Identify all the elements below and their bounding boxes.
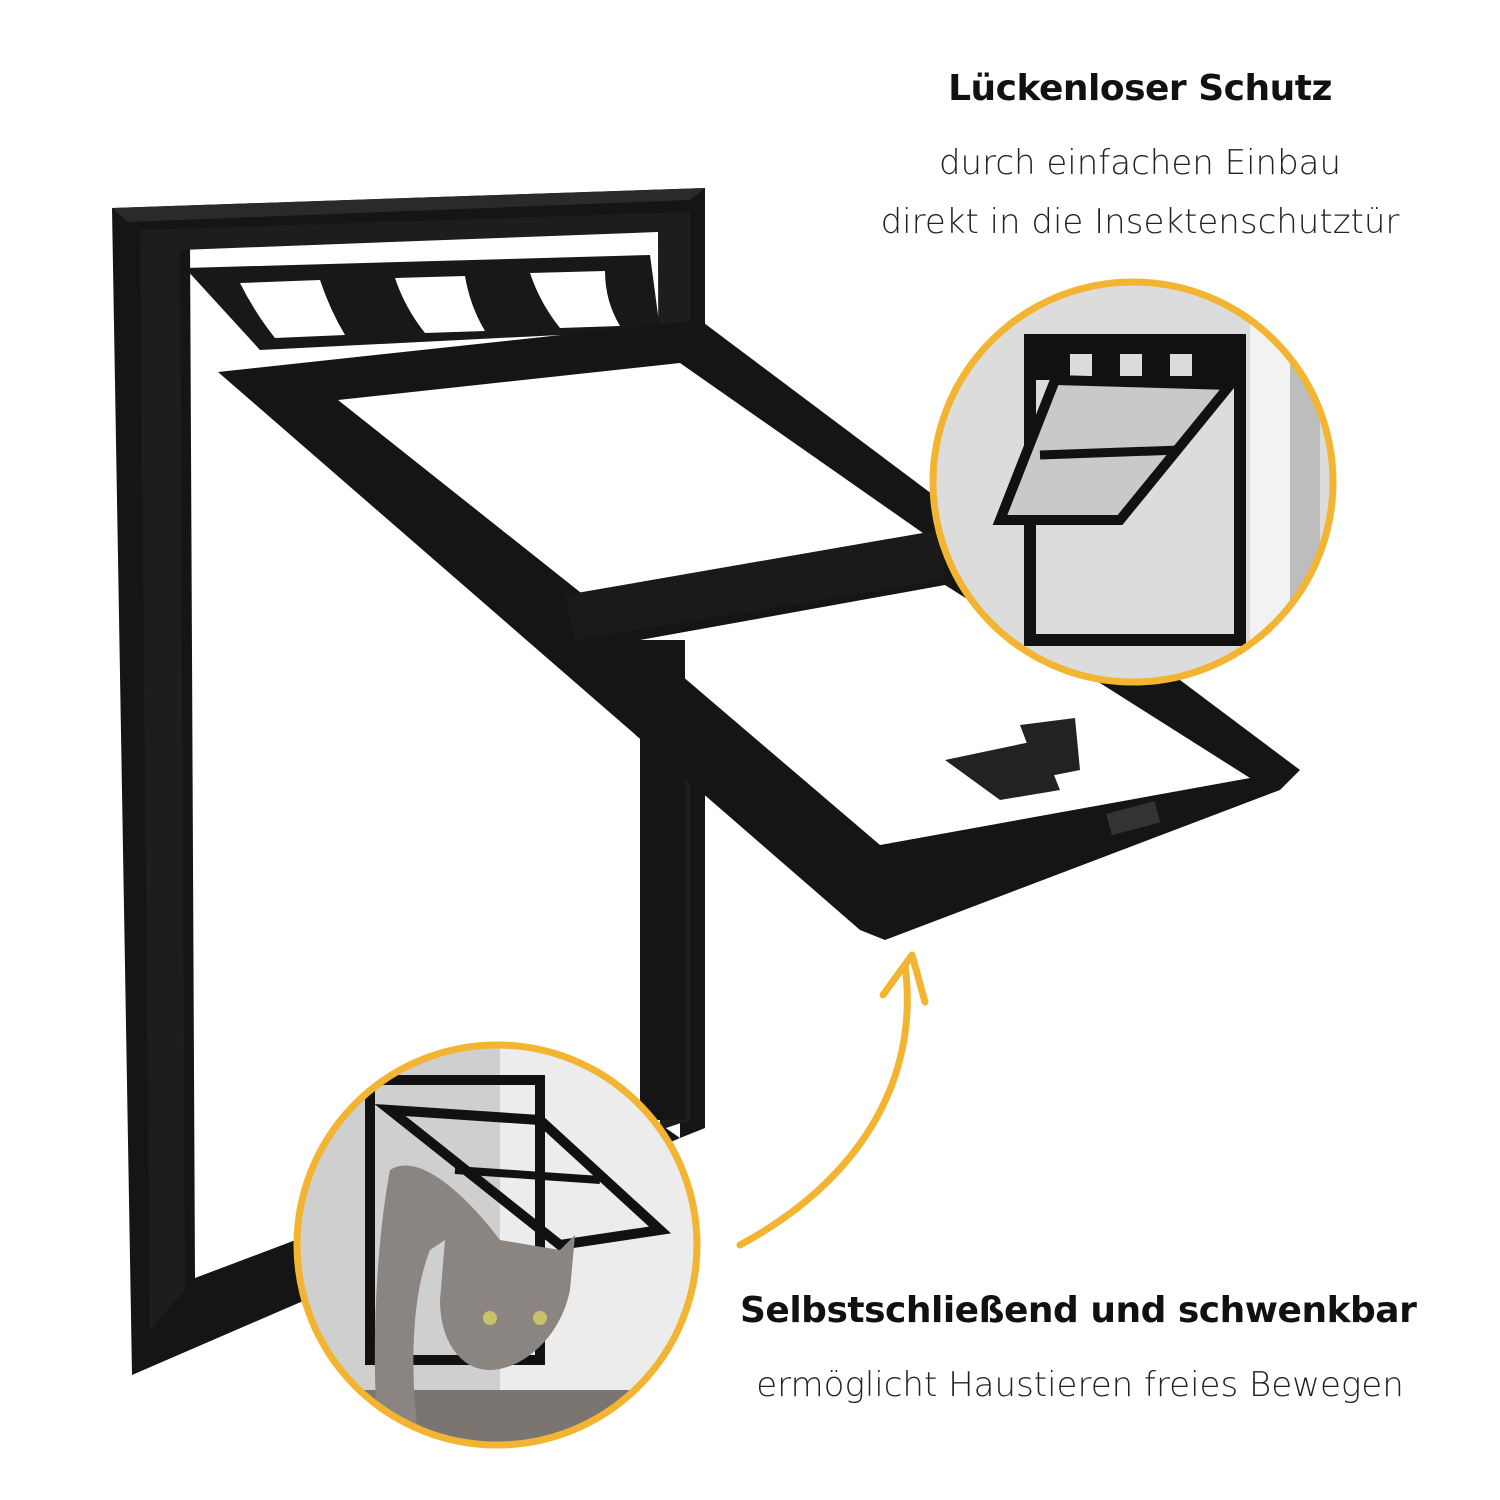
top-feature-line2: direkt in die Insektenschutztür [880,202,1400,242]
pet-door-flap [218,320,1300,940]
cat-photo-circle [293,1041,701,1449]
arrow-icon [736,951,929,1249]
top-feature-title: Lückenloser Schutz [948,68,1332,109]
bottom-feature-line1: ermöglicht Haustieren freies Bewegen [756,1365,1404,1405]
cat-image [374,1165,575,1445]
pet-door-frame [112,188,705,1375]
top-feature-line1: durch einfachen Einbau [938,143,1342,183]
frame-right-post [640,640,685,1120]
bottom-feature-title: Selbstschließend und schwenkbar [740,1290,1417,1331]
installation-photo-circle [929,278,1337,686]
